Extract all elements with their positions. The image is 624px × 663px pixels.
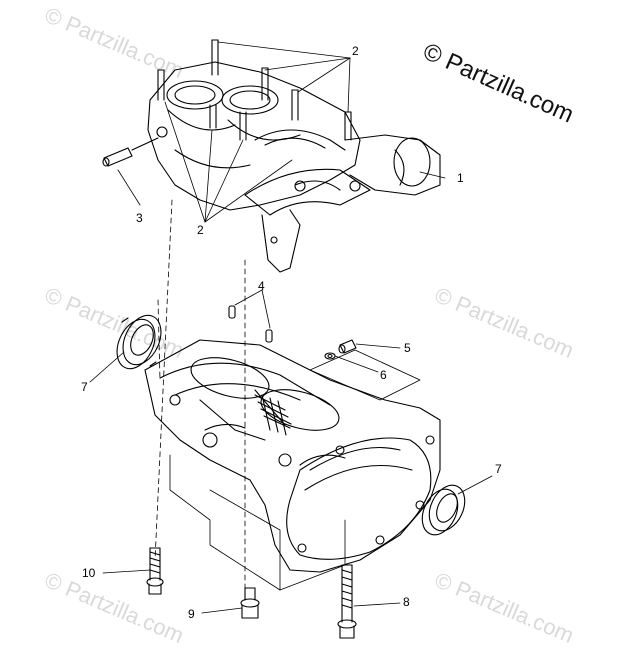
callout-10: 10	[82, 566, 96, 580]
callout-2-top: 2	[352, 44, 359, 58]
callout-7-left: 7	[81, 380, 88, 394]
dowel-pins	[228, 305, 273, 343]
callout-9: 9	[188, 607, 195, 621]
callout-4: 4	[258, 279, 265, 293]
bolt-9	[240, 587, 260, 619]
callout-3: 3	[136, 211, 143, 225]
callout-7-right: 7	[495, 462, 502, 476]
callout-8: 8	[403, 595, 410, 609]
leader-lines-lower	[89, 343, 493, 614]
bolt-8	[337, 564, 357, 639]
callout-1: 1	[457, 171, 464, 185]
upper-crankcase	[102, 39, 441, 273]
seal-right	[421, 484, 466, 536]
callout-6: 6	[380, 368, 387, 382]
callout-5: 5	[404, 341, 411, 355]
leader-lines-upper	[117, 41, 446, 329]
callout-2-bottom: 2	[197, 223, 204, 237]
bolt-10	[146, 547, 164, 595]
lower-crankcase	[144, 339, 441, 591]
seal-left	[116, 314, 162, 370]
alignment-lines	[154, 199, 246, 591]
